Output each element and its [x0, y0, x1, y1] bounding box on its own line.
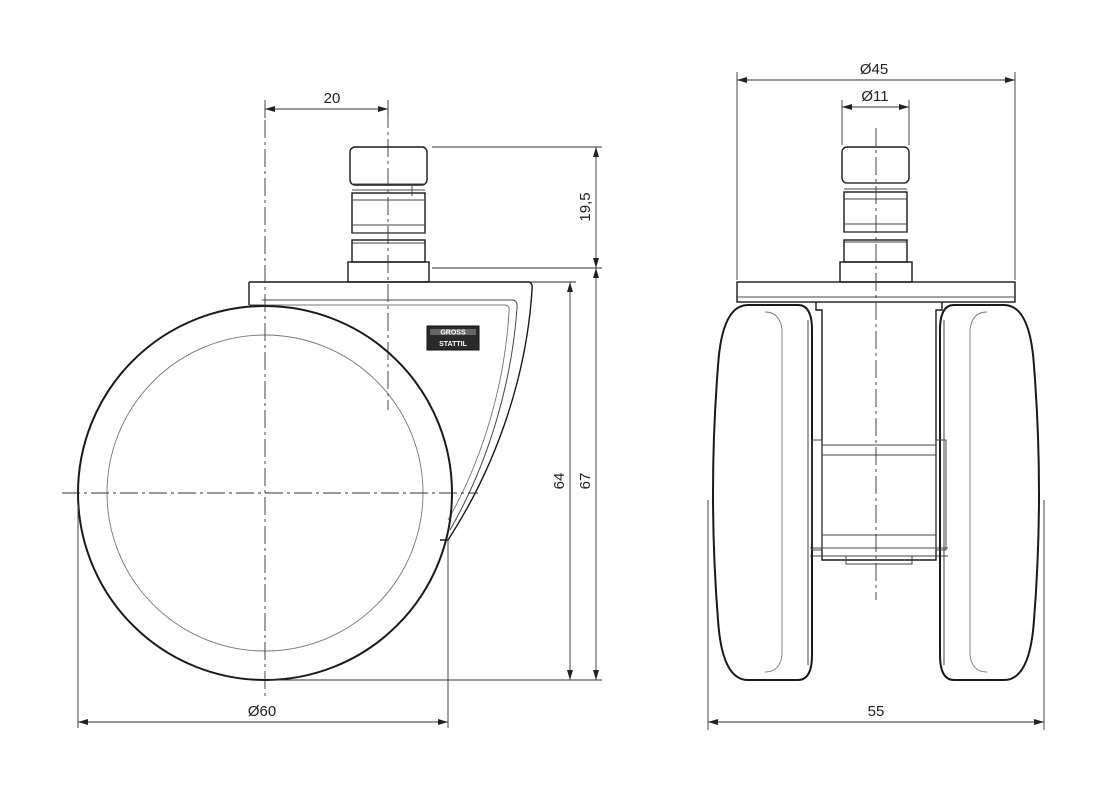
dimension-total-width: 55: [707, 500, 1045, 730]
dimension-axle-height: 64: [270, 281, 576, 681]
brand-logo: GROSS STATTIL: [426, 325, 480, 351]
dimension-label-stem-diameter: Ø11: [861, 88, 888, 105]
brand-logo-line2: STATTIL: [439, 341, 467, 348]
dimension-plate-diameter: Ø45: [736, 61, 1016, 280]
front-stem: [839, 146, 913, 283]
dimension-stem-offset: 20: [264, 90, 389, 118]
front-axle-hub: [811, 439, 947, 551]
side-housing: [248, 281, 533, 541]
front-housing: [810, 302, 948, 565]
dimension-label-total-height: 67: [577, 473, 594, 490]
dimension-label-stem-height: 19,5: [577, 192, 594, 221]
side-view: GROSS STATTIL 20 19,5: [62, 90, 602, 728]
dimension-stem-diameter: Ø11: [841, 88, 910, 145]
dimension-label-axle-height: 64: [551, 473, 568, 490]
side-stem: [347, 146, 430, 283]
brand-logo-line1: GROSS: [440, 330, 466, 337]
dimension-label-total-width: 55: [868, 703, 885, 720]
dimension-label-plate-diameter: Ø45: [860, 61, 888, 78]
dimension-label-stem-offset: 20: [324, 90, 341, 107]
front-left-wheel: [712, 304, 813, 681]
dimension-stem-height: 19,5: [432, 146, 602, 269]
front-right-wheel: [939, 304, 1040, 681]
front-view: Ø45 Ø11 55: [707, 61, 1045, 730]
dimension-label-wheel-diameter: Ø60: [248, 703, 276, 720]
dimension-wheel-diameter: Ø60: [78, 703, 448, 725]
dimension-total-height: 67: [576, 268, 602, 681]
